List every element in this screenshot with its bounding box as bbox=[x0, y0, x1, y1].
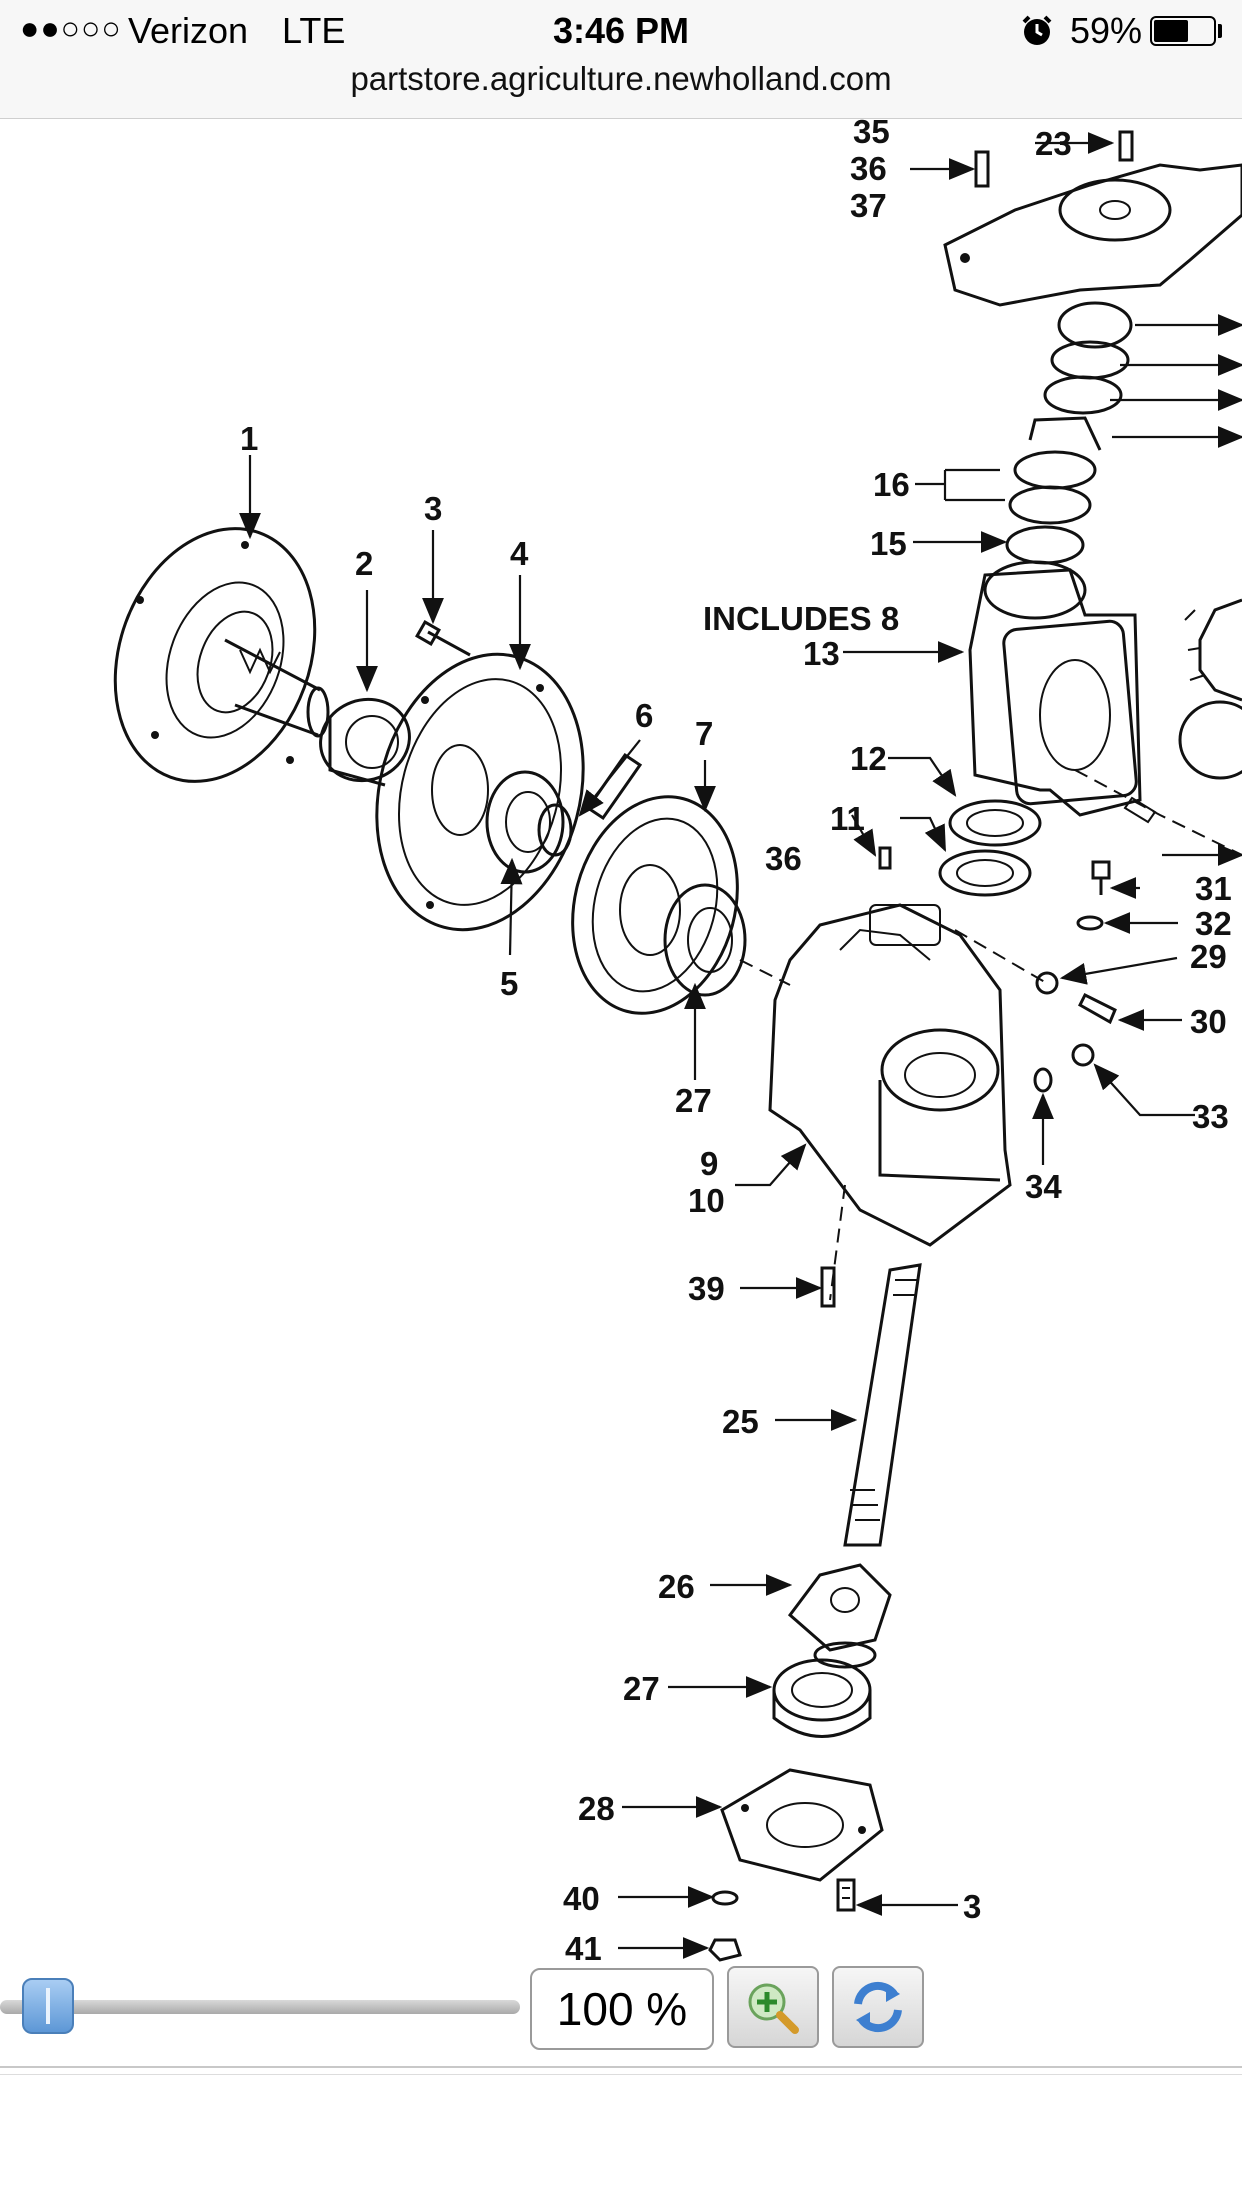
network-type: LTE bbox=[282, 10, 346, 51]
zoom-level-field[interactable]: 100 % bbox=[530, 1968, 714, 2050]
label-9[interactable]: 9 bbox=[700, 1145, 718, 1182]
label-32[interactable]: 32 bbox=[1195, 905, 1232, 942]
label-35[interactable]: 35 bbox=[853, 119, 890, 150]
alarm-clock-icon bbox=[1022, 15, 1052, 45]
part-hardware-29-34 bbox=[878, 846, 1117, 1093]
part-1-flange-shaft bbox=[113, 527, 330, 783]
label-26[interactable]: 26 bbox=[658, 1568, 695, 1605]
status-bar: ●●○○○ Verizon LTE 3:46 PM 59% partstore.… bbox=[0, 0, 1242, 119]
label-40[interactable]: 40 bbox=[563, 1880, 600, 1917]
label-10[interactable]: 10 bbox=[688, 1182, 725, 1219]
label-11[interactable]: 11 bbox=[830, 800, 865, 837]
label-36-mid[interactable]: 36 bbox=[765, 840, 802, 877]
label-6[interactable]: 6 bbox=[635, 697, 653, 734]
label-3-lower[interactable]: 3 bbox=[963, 1888, 981, 1925]
signal-strength-icon: ●●○○○ bbox=[20, 10, 122, 46]
label-34[interactable]: 34 bbox=[1025, 1168, 1062, 1205]
part-26-pinion bbox=[787, 1563, 892, 1669]
part-7-ring-gear bbox=[571, 795, 747, 1015]
label-27-upper[interactable]: 27 bbox=[675, 1082, 712, 1119]
label-7[interactable]: 7 bbox=[695, 715, 713, 752]
label-2[interactable]: 2 bbox=[355, 545, 373, 582]
label-27-lower[interactable]: 27 bbox=[623, 1670, 660, 1707]
part-3-bolt bbox=[415, 620, 471, 657]
parts-diagram[interactable]: 1 2 3 4 5 6 7 27 9 10 36 11 12 INCLUDES … bbox=[0, 119, 1242, 1969]
refresh-button[interactable] bbox=[832, 1966, 924, 2048]
zoom-slider-thumb[interactable] bbox=[22, 1978, 74, 2034]
address-bar-url[interactable]: partstore.agriculture.newholland.com bbox=[350, 60, 892, 97]
part-2-bearing-race bbox=[319, 697, 411, 787]
label-28[interactable]: 28 bbox=[578, 1790, 615, 1827]
part-15-16-seal-stack bbox=[1005, 301, 1133, 565]
label-23[interactable]: 23 bbox=[1035, 125, 1072, 162]
label-31[interactable]: 31 bbox=[1195, 870, 1232, 907]
part-25-shaft bbox=[820, 1184, 922, 1547]
divider bbox=[0, 2066, 1242, 2068]
status-time: 3:46 PM bbox=[552, 10, 690, 51]
label-41[interactable]: 41 bbox=[565, 1930, 602, 1967]
refresh-arrows-icon bbox=[854, 1981, 902, 2033]
part-5-bearing bbox=[485, 770, 573, 874]
label-4[interactable]: 4 bbox=[510, 535, 529, 572]
label-33[interactable]: 33 bbox=[1192, 1098, 1229, 1135]
label-16[interactable]: 16 bbox=[873, 466, 910, 503]
divider bbox=[0, 2074, 1242, 2075]
battery-fill bbox=[1154, 20, 1188, 42]
carrier-name: Verizon bbox=[128, 10, 249, 51]
label-includes-8[interactable]: INCLUDES 8 bbox=[703, 600, 899, 637]
label-1[interactable]: 1 bbox=[240, 420, 258, 457]
label-30[interactable]: 30 bbox=[1190, 1003, 1227, 1040]
battery-percentage: 59% bbox=[1070, 10, 1143, 51]
part-lower-hardware bbox=[708, 1878, 856, 1962]
leader-lines bbox=[239, 132, 1242, 1959]
part-13-upper-housing bbox=[968, 560, 1242, 856]
label-12[interactable]: 12 bbox=[850, 740, 887, 777]
part-27-lower-bearing bbox=[772, 1658, 872, 1738]
part-top-bracket bbox=[943, 130, 1242, 307]
zoom-in-button[interactable] bbox=[727, 1966, 819, 2048]
magnifier-plus-icon bbox=[748, 1983, 799, 2034]
part-11-12-bearing bbox=[938, 799, 1042, 897]
label-36-top[interactable]: 36 bbox=[850, 150, 887, 187]
exploded-view-drawing: 1 2 3 4 5 6 7 27 9 10 36 11 12 INCLUDES … bbox=[113, 119, 1242, 1967]
label-15[interactable]: 15 bbox=[870, 525, 907, 562]
part-right-gear-partial bbox=[1178, 598, 1242, 780]
label-25[interactable]: 25 bbox=[722, 1403, 759, 1440]
label-39[interactable]: 39 bbox=[688, 1270, 725, 1307]
label-3[interactable]: 3 bbox=[424, 490, 442, 527]
label-5[interactable]: 5 bbox=[500, 965, 518, 1002]
zoom-slider-track[interactable] bbox=[0, 2000, 520, 2014]
part-9-gearbox-housing bbox=[768, 903, 1051, 1247]
battery-icon bbox=[1150, 16, 1216, 46]
part-number-labels: 1 2 3 4 5 6 7 27 9 10 36 11 12 INCLUDES … bbox=[240, 119, 1232, 1967]
part-28-plate bbox=[720, 1768, 884, 1882]
label-13[interactable]: 13 bbox=[803, 635, 840, 672]
battery-nub bbox=[1218, 24, 1222, 38]
label-37[interactable]: 37 bbox=[850, 187, 887, 224]
label-29[interactable]: 29 bbox=[1190, 938, 1227, 975]
